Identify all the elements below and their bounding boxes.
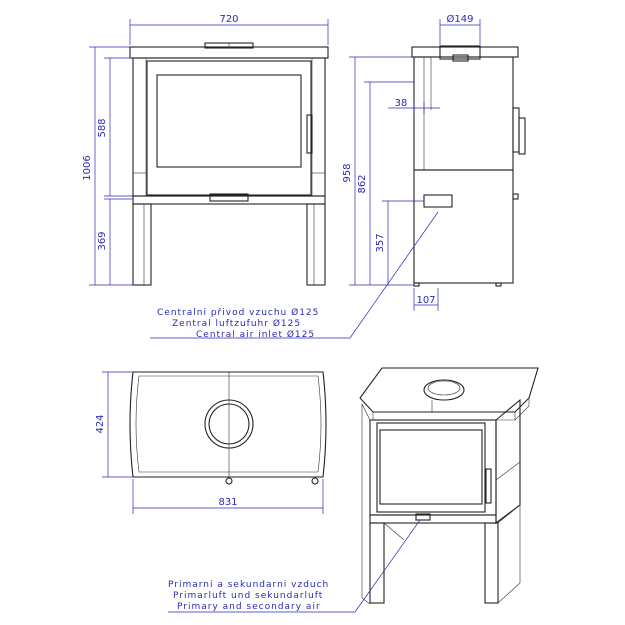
side-foot-right <box>495 282 502 287</box>
iso-door <box>376 422 486 513</box>
front-width-label: 720 <box>219 14 238 25</box>
side-slider-tab <box>512 193 519 200</box>
front-glass <box>156 74 302 168</box>
front-upper-label: 588 <box>97 118 108 137</box>
primary-air-en: Primary and secondary air <box>177 602 321 612</box>
side-view <box>411 45 526 287</box>
front-door <box>146 60 312 196</box>
side-air-inlet <box>423 194 453 208</box>
front-door-handle <box>306 114 313 154</box>
side-outlet-dimension: 862 <box>357 81 414 285</box>
top-flue-opening <box>208 403 250 445</box>
side-lower-body <box>413 169 514 284</box>
side-flue-socket <box>452 54 469 62</box>
iso-leg-right <box>484 522 499 604</box>
iso-base-frame <box>369 514 497 524</box>
side-handle-grip <box>518 117 526 155</box>
side-inlet-height-dimension: 357 <box>375 200 424 285</box>
top-width-label: 831 <box>218 497 237 508</box>
iso-air-slider <box>415 513 431 521</box>
side-flue-diameter-dimension: Ø149 <box>439 13 481 45</box>
perspective-view <box>359 367 539 605</box>
top-depth-dimension: 424 <box>95 371 133 478</box>
iso-top-plate <box>359 367 539 413</box>
central-inlet-cz: Centralni přivod vzuchu Ø125 <box>157 307 319 318</box>
iso-door-handle <box>485 468 492 504</box>
central-inlet-note: Centralni přivod vzuchu Ø125 Zentral luf… <box>150 211 439 340</box>
central-inlet-de: Zentral luftzufuhr Ø125 <box>172 318 301 329</box>
top-knob-left <box>225 477 233 485</box>
side-outlet-label: 862 <box>357 174 368 193</box>
top-view <box>129 371 327 485</box>
top-flue-ring <box>204 399 254 449</box>
front-lower-dimension: 369 <box>97 198 133 285</box>
front-width-dimension: 720 <box>129 14 329 45</box>
central-inlet-en: Central air inlet Ø125 <box>196 329 315 340</box>
iso-front-body <box>369 419 497 516</box>
front-base-frame <box>132 195 326 205</box>
front-height-dimension: 1006 <box>82 46 133 286</box>
front-lower-label: 369 <box>97 231 108 250</box>
primary-air-cz: Primarni a sekundarni vzduch <box>168 580 329 590</box>
iso-flue-ring <box>423 379 465 401</box>
side-upper-body <box>413 56 514 171</box>
front-leg-left <box>132 203 152 286</box>
front-air-slider <box>209 193 249 202</box>
side-door-handle <box>512 107 520 153</box>
front-view <box>129 42 329 286</box>
top-plate-outline <box>129 371 327 478</box>
side-foot-left <box>413 282 420 287</box>
primary-air-note: Primarni a sekundarni vzduch Primarluft … <box>168 519 421 613</box>
side-flue-collar <box>439 45 481 60</box>
front-height-label: 1006 <box>82 155 93 180</box>
side-flue-diameter-label: Ø149 <box>447 13 474 25</box>
front-top-plate <box>129 46 329 59</box>
side-inlet-height-label: 357 <box>375 233 386 252</box>
primary-air-de: Primarluft und sekundarluft <box>173 591 323 601</box>
side-total-label: 958 <box>342 163 353 182</box>
iso-glass <box>379 429 483 505</box>
front-body <box>132 57 326 197</box>
front-leg-right <box>306 203 326 286</box>
side-inlet-offset-label: 107 <box>416 295 435 306</box>
front-upper-dimension: 588 <box>97 57 133 197</box>
top-depth-label: 424 <box>95 414 106 433</box>
side-inlet-offset-dimension: 107 <box>413 288 439 311</box>
top-knob-right <box>311 477 319 485</box>
side-total-dimension: 958 <box>342 56 414 286</box>
side-flue-offset-label: 38 <box>395 98 408 109</box>
iso-leg-left <box>369 522 385 604</box>
side-flue-offset-dimension: 38 <box>388 98 440 114</box>
top-width-dimension: 831 <box>132 479 324 514</box>
